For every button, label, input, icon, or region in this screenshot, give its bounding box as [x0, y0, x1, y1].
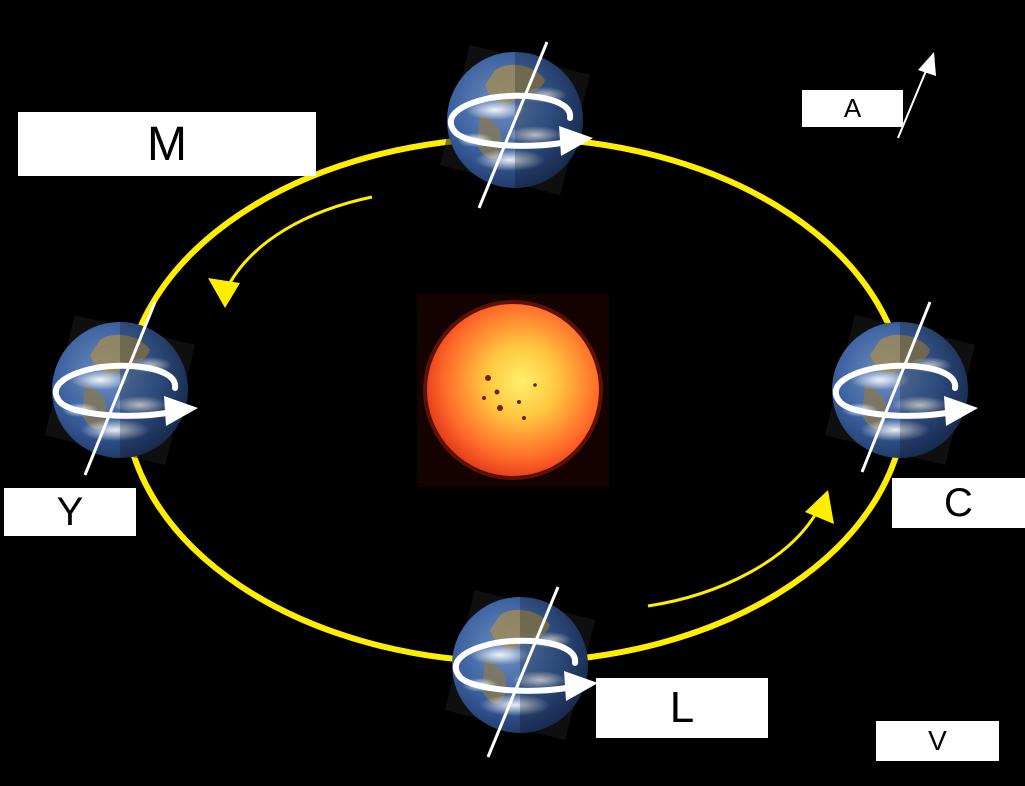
earth-globe-icon — [824, 301, 978, 473]
label-m: M — [18, 112, 316, 176]
label-l: L — [596, 678, 768, 738]
orbit-arrow-icon — [208, 195, 373, 308]
earth-globe-icon — [44, 301, 198, 476]
orbit-arrow-icon — [647, 490, 834, 608]
earth-globe-icon — [444, 586, 598, 758]
label-a: A — [802, 90, 903, 127]
earth-globe-icon — [439, 41, 593, 209]
label-y: Y — [4, 488, 136, 536]
label-c: C — [892, 478, 1025, 528]
pointer-arrow-icon — [897, 52, 936, 139]
label-v: V — [876, 721, 999, 761]
sun-icon — [417, 294, 609, 487]
